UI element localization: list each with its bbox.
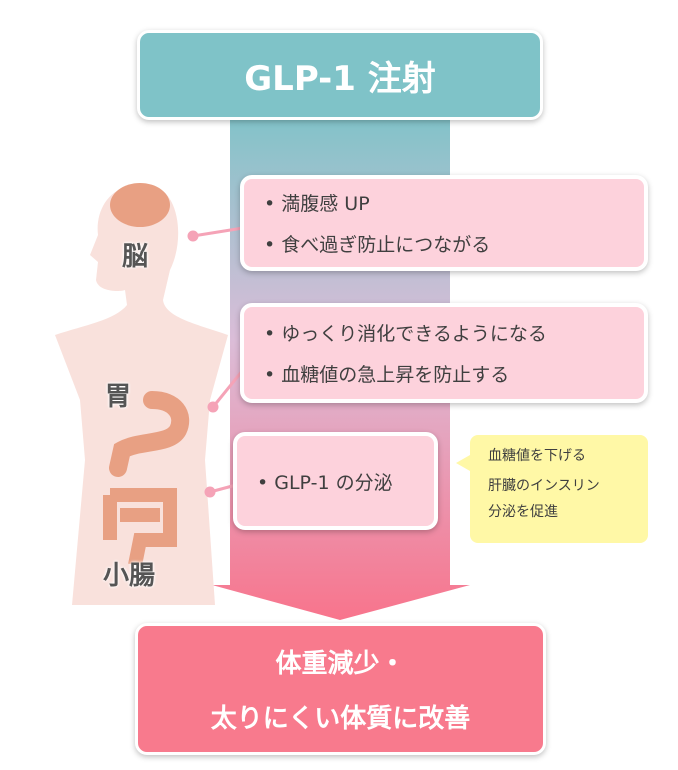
result-line: 太りにくい体質に改善 [210,704,471,734]
note-line: 肝臓のインスリン [488,478,600,494]
page-title: GLP-1 注射 [137,30,543,120]
effect-box-intestine: GLP-1 の分泌 [233,432,438,530]
result-box: 体重減少・ 太りにくい体質に改善 [135,623,546,755]
label-small-intestine: 小腸 [103,561,156,591]
effect-item: GLP-1 の分泌 [257,468,434,495]
effect-item: ゆっくり消化できるようになる [264,319,644,346]
connector-lines [187,226,245,498]
label-brain: 脳 [122,242,149,272]
effect-box-brain: 満腹感 UP 食べ過ぎ防止につながる [240,175,648,271]
result-line: 体重減少・ [275,649,406,679]
effect-item: 食べ過ぎ防止につながる [264,230,644,257]
brain-icon [110,183,170,227]
intestine-icon [103,488,177,567]
note-callout: 血糖値を下げる 肝臓のインスリン 分泌を促進 [456,435,648,543]
note-line: 血糖値を下げる [488,448,586,464]
effect-box-stomach: ゆっくり消化できるようになる 血糖値の急上昇を防止する [240,303,648,403]
note-line: 分泌を促進 [488,504,558,520]
body-silhouette [55,184,228,605]
effect-item: 血糖値の急上昇を防止する [264,360,644,387]
effect-item: 満腹感 UP [264,189,644,216]
label-stomach: 胃 [105,382,132,412]
stomach-icon [109,391,190,477]
